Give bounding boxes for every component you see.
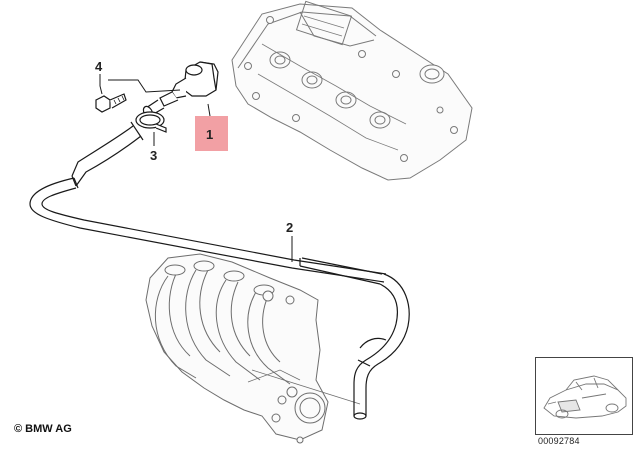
callout-2: 2 — [286, 220, 293, 235]
pressure-control-valve — [142, 61, 219, 119]
car-icon — [543, 375, 627, 419]
callout-1-highlight — [195, 116, 228, 151]
callout-4: 4 — [95, 59, 103, 74]
intake-manifold — [145, 253, 361, 444]
cylinder-head-cover — [231, 0, 473, 181]
screw — [95, 93, 127, 113]
leader-lines — [99, 74, 293, 262]
hose-clamp — [135, 111, 167, 133]
vehicle-thumbnail — [535, 357, 633, 435]
callout-1: 1 — [206, 127, 213, 142]
callout-3: 3 — [150, 148, 157, 163]
breather-hose — [29, 121, 410, 420]
reference-number: 00092784 — [538, 436, 580, 446]
copyright-label: © BMW AG — [14, 423, 72, 435]
